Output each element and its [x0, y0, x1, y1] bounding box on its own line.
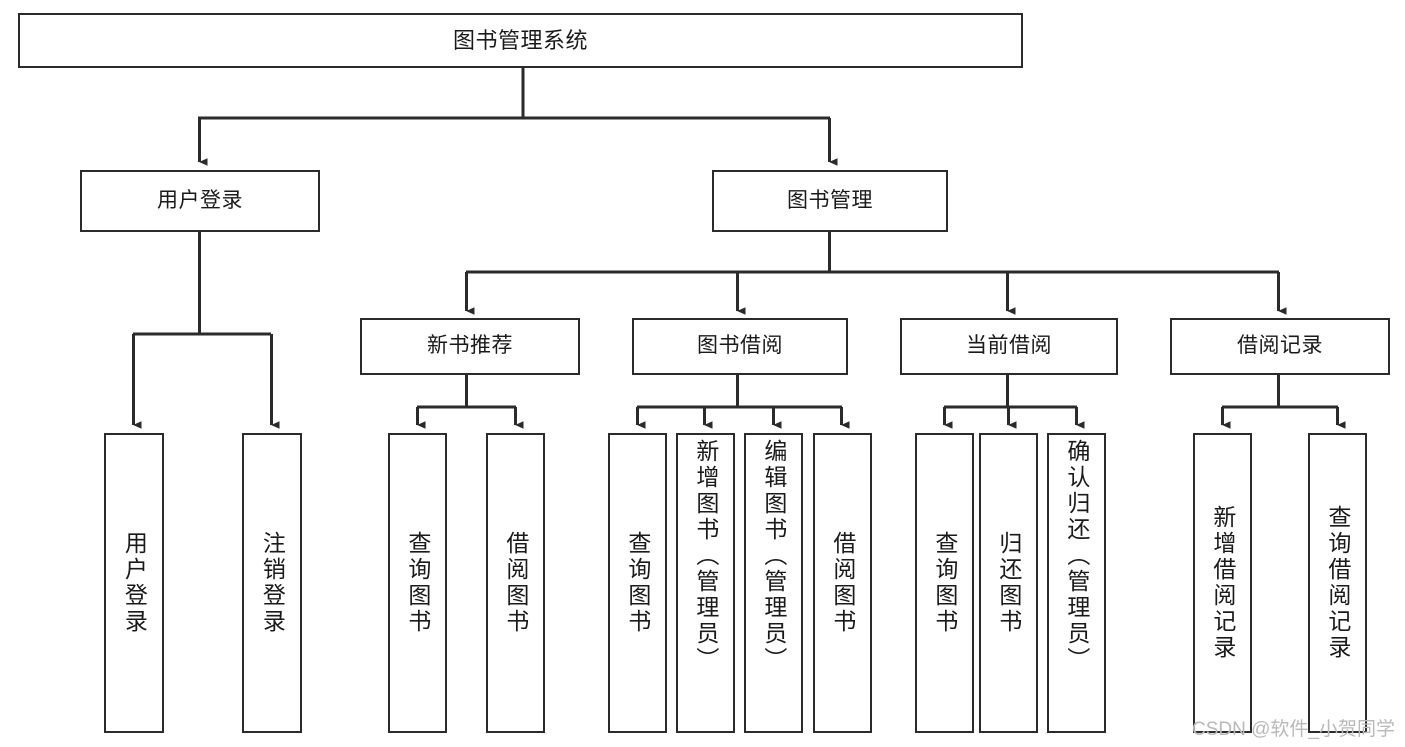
csdn-watermark: CSDN @软件_小贺同学: [1192, 719, 1395, 740]
node-label: 确认归还（管理员）: [1063, 439, 1090, 673]
node-label: 用户登录: [157, 188, 243, 212]
leaf-query-book-3[interactable]: 查询图书: [915, 433, 974, 733]
leaf-confirm-return-admin[interactable]: 确认归还（管理员）: [1047, 433, 1106, 733]
node-label: 查询借阅记录: [1324, 505, 1351, 661]
node-label: 注销登录: [259, 531, 286, 635]
node-new-book-recommend[interactable]: 新书推荐: [360, 318, 580, 375]
node-label: 查询图书: [931, 531, 958, 635]
node-label: 图书管理系统: [452, 27, 588, 53]
node-label: 编辑图书（管理员）: [760, 439, 787, 673]
node-label: 查询图书: [624, 531, 651, 635]
leaf-user-login[interactable]: 用户登录: [104, 433, 164, 733]
leaf-add-book-admin[interactable]: 新增图书（管理员）: [676, 433, 735, 733]
leaf-query-book-2[interactable]: 查询图书: [608, 433, 667, 733]
node-root-library-system[interactable]: 图书管理系统: [18, 13, 1023, 68]
node-book-borrow[interactable]: 图书借阅: [632, 318, 848, 375]
node-user-login[interactable]: 用户登录: [80, 170, 320, 232]
leaf-borrow-book-2[interactable]: 借阅图书: [813, 433, 872, 733]
node-label: 归还图书: [995, 531, 1022, 635]
node-label: 借阅图书: [502, 531, 529, 635]
leaf-query-borrow-record[interactable]: 查询借阅记录: [1308, 433, 1367, 733]
node-label: 查询图书: [404, 531, 431, 635]
node-borrow-record[interactable]: 借阅记录: [1170, 318, 1390, 375]
node-label: 新书推荐: [427, 334, 513, 358]
node-label: 新增图书（管理员）: [692, 439, 719, 673]
node-label: 当前借阅: [966, 334, 1052, 358]
node-label: 新增借阅记录: [1209, 505, 1236, 661]
node-book-management[interactable]: 图书管理: [712, 170, 948, 232]
node-label: 借阅记录: [1237, 334, 1323, 358]
leaf-borrow-book-1[interactable]: 借阅图书: [486, 433, 545, 733]
node-label: 用户登录: [121, 531, 148, 635]
leaf-return-book[interactable]: 归还图书: [979, 433, 1038, 733]
leaf-query-book-1[interactable]: 查询图书: [388, 433, 447, 733]
node-label: 图书管理: [787, 188, 873, 212]
leaf-user-logout[interactable]: 注销登录: [242, 433, 302, 733]
leaf-edit-book-admin[interactable]: 编辑图书（管理员）: [744, 433, 803, 733]
node-current-borrow[interactable]: 当前借阅: [900, 318, 1118, 375]
leaf-add-borrow-record[interactable]: 新增借阅记录: [1193, 433, 1252, 733]
node-label: 图书借阅: [697, 334, 783, 358]
node-label: 借阅图书: [829, 531, 856, 635]
